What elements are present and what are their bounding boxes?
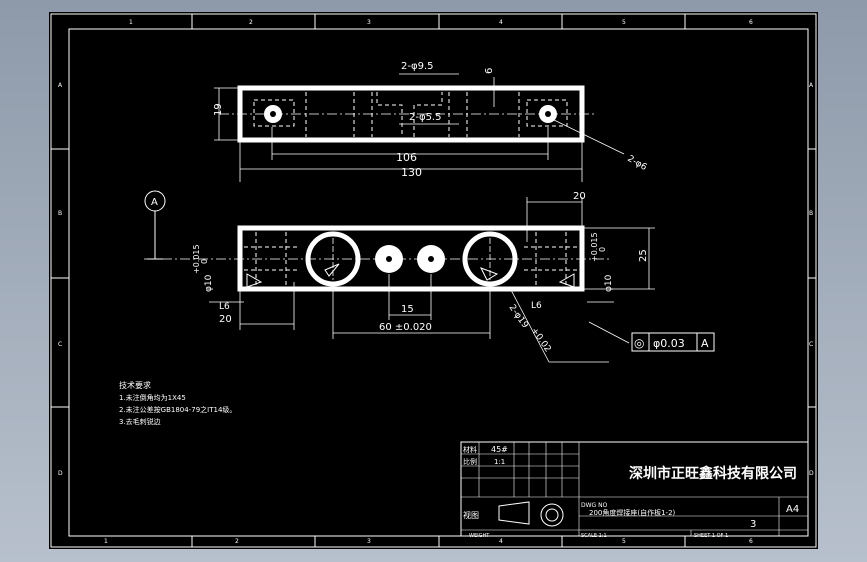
datum-a: A <box>144 190 166 260</box>
grid-col-6-bottom: 6 <box>749 538 753 545</box>
material-value: 45# <box>491 445 508 454</box>
view-label: 视图 <box>463 510 479 520</box>
left-small-dim: L6 <box>219 302 230 312</box>
paper-size: A4 <box>786 504 799 515</box>
top-view: 19 2-φ9.5 2-φ5.5 6 106 130 2-φ6 <box>213 61 649 182</box>
right-tolerance: +0.015 <box>590 232 599 262</box>
weight-label: WEIGHT <box>469 533 490 539</box>
sheet-footer: SHEET 1 OF 1 <box>694 533 728 539</box>
left-offset-dim: 20 <box>219 314 232 325</box>
grid-col-4-bottom: 4 <box>499 538 503 545</box>
outer-border <box>50 13 817 548</box>
drawing-sheet: 1 2 3 4 5 6 1 2 3 4 5 6 A B C D A B C D <box>49 12 818 549</box>
grid-row-b-right: B <box>809 210 813 217</box>
technical-notes: 技术要求 1.未注倒角均为1X45 2.未注公差按GB1804-79之IT14级… <box>119 380 236 426</box>
front-width-top-dim: 20 <box>573 191 586 202</box>
grid-row-d-right: D <box>809 470 814 477</box>
grid-col-5: 5 <box>622 19 626 26</box>
notes-line-3: 3.去毛刺锐边 <box>119 417 161 426</box>
grid-col-1: 1 <box>129 19 133 26</box>
dwg-no-label: DWG NO <box>581 502 608 509</box>
grid-row-c: C <box>58 341 62 348</box>
grid-row-a-right: A <box>809 82 814 89</box>
grid-col-3: 3 <box>367 19 371 26</box>
top-height-dim: 19 <box>213 103 224 116</box>
notes-title: 技术要求 <box>119 380 151 390</box>
right-small-dim: L6 <box>531 301 542 311</box>
gdt-value: φ0.03 <box>653 337 685 350</box>
bore-callout: 2-φ19 <box>507 303 530 331</box>
notes-line-2: 2.未注公差按GB1804-79之IT14级。 <box>119 405 236 414</box>
grid-col-4: 4 <box>499 19 503 26</box>
grid-col-2: 2 <box>249 19 253 26</box>
projection-circle-icon <box>540 503 564 527</box>
left-diameter: φ10 <box>204 274 214 292</box>
gdt-frame: ◎ φ0.03 A <box>631 332 715 352</box>
title-block: 材料 45# 比例 1:1 深圳市正旺鑫科技有限公司 DWG NO 200角度焊… <box>460 441 809 539</box>
top-inner-length-dim: 106 <box>396 151 417 164</box>
grid-row-c-right: C <box>809 341 813 348</box>
front-view: 20 25 +0.015 0 φ10 +0.015 0 φ10 L6 20 L6… <box>144 191 655 363</box>
bore-tolerance: +0.02 <box>529 326 553 354</box>
front-height-dim: 25 <box>638 249 649 262</box>
grid-col-3-bottom: 3 <box>367 538 371 545</box>
scale-footer: SCALE 1:1 <box>581 533 607 539</box>
top-hole-outer-dim: 2-φ9.5 <box>401 61 433 72</box>
right-tolerance-zero: 0 <box>598 247 607 252</box>
grid-row-d: D <box>58 470 63 477</box>
material-label: 材料 <box>463 445 477 454</box>
top-hole-inner-dim: 2-φ5.5 <box>409 112 441 123</box>
grid-col-1-bottom: 1 <box>104 538 108 545</box>
cad-drawing: 1 2 3 4 5 6 1 2 3 4 5 6 A B C D A B C D <box>50 13 817 548</box>
company-name: 深圳市正旺鑫科技有限公司 <box>629 465 797 482</box>
gdt-datum: A <box>701 337 709 350</box>
datum-a-label: A <box>151 197 158 208</box>
projection-cone-icon <box>498 501 530 525</box>
scale-label: 比例 <box>463 457 477 466</box>
left-tolerance: +0.015 <box>192 244 201 274</box>
top-counterbore-dim: 2-φ6 <box>626 154 649 173</box>
scale-value: 1:1 <box>494 458 505 466</box>
center-distance-dim: 60 ±0.020 <box>379 322 432 333</box>
grid-row-b: B <box>58 210 62 217</box>
grid-row-a: A <box>58 82 63 89</box>
grid-col-5-bottom: 5 <box>622 538 626 545</box>
gdt-concentricity-symbol: ◎ <box>634 336 644 350</box>
top-overall-length-dim: 130 <box>401 166 422 179</box>
spacing-dim: 15 <box>401 304 414 315</box>
right-diameter: φ10 <box>604 274 614 292</box>
part-name: 200角度焊接座(自作板1-2) <box>589 508 676 517</box>
sheet-number: 3 <box>750 519 756 530</box>
notes-line-1: 1.未注倒角均为1X45 <box>119 393 186 402</box>
grid-col-2-bottom: 2 <box>235 538 239 545</box>
grid-col-6: 6 <box>749 19 753 26</box>
grid-ticks <box>51 14 816 547</box>
left-tolerance-zero: 0 <box>200 259 209 264</box>
top-depth-dim: 6 <box>484 68 495 74</box>
